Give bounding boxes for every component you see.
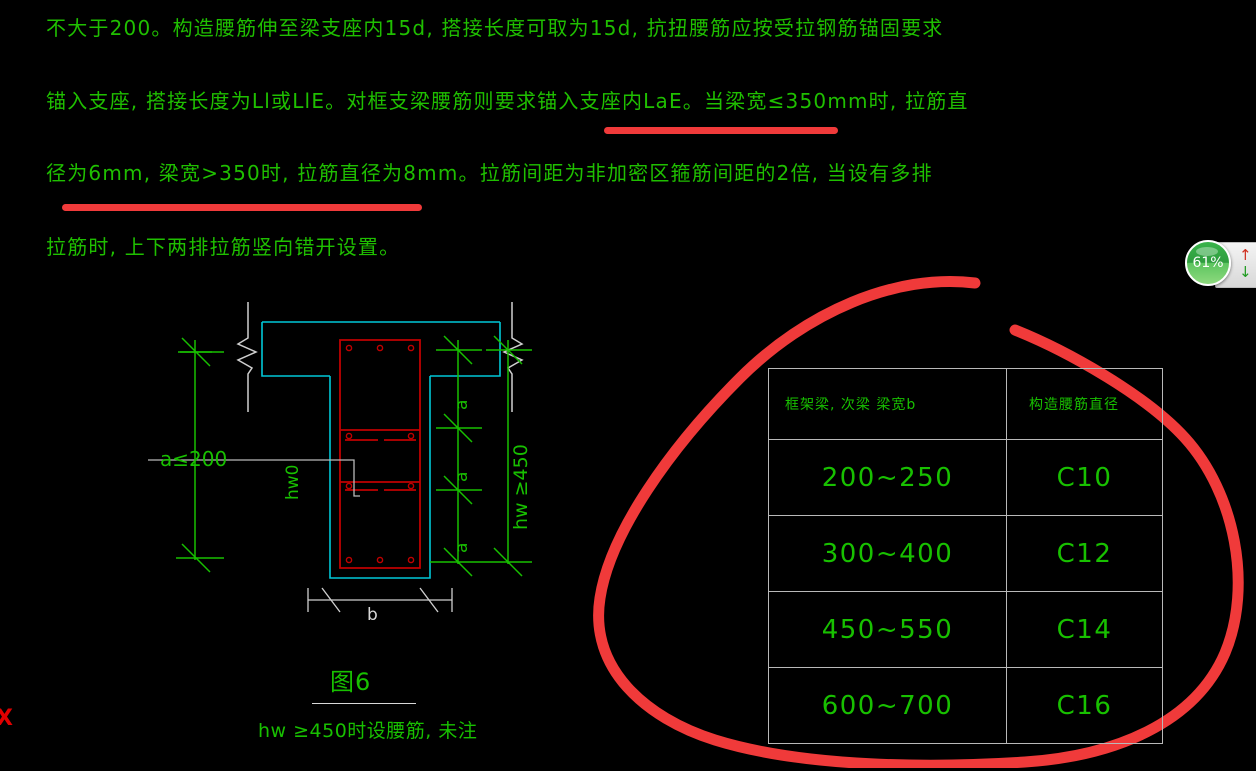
leader-line-a200: [148, 459, 360, 497]
note-line-3: 径为6mm, 梁宽>350时, 拉筋直径为8mm。拉筋间距为非加密区箍筋间距的2…: [46, 161, 933, 185]
label-spacing-a-3: a: [452, 542, 472, 553]
table-row: 450~550 C14: [768, 591, 1163, 668]
corner-close-marker[interactable]: X: [0, 706, 13, 731]
figure-subcaption-prefix: hw: [258, 720, 294, 742]
table-header-rebar-diameter: 构造腰筋直径: [1006, 368, 1163, 440]
cell-beam-width-4: 600~700: [768, 667, 1007, 744]
cell-rebar-diameter-1: C10: [1006, 439, 1163, 516]
note-line-4: 拉筋时, 上下两排拉筋竖向错开设置。: [46, 235, 401, 259]
label-hw0: hw0: [283, 464, 303, 501]
rebar-bars: [345, 344, 415, 564]
cell-rebar-diameter-3: C14: [1006, 591, 1163, 668]
table-row: 300~400 C12: [768, 515, 1163, 592]
cell-rebar-diameter-4: C16: [1006, 667, 1163, 744]
cell-beam-width-3: 450~550: [768, 591, 1007, 668]
beam-section-drawing: [148, 302, 532, 613]
rebar-cage: [339, 339, 421, 569]
cell-beam-width-2: 300~400: [768, 515, 1007, 592]
figure-label: 图6: [330, 668, 372, 696]
break-line-symbols: [236, 302, 524, 412]
scroll-down-arrow-icon[interactable]: ↓: [1239, 263, 1252, 281]
slab-outline: [261, 321, 501, 579]
note-line-1: 不大于200。构造腰筋伸至梁支座内15d, 搭接长度可取为15d, 抗扭腰筋应按…: [46, 16, 944, 40]
scroll-up-arrow-icon[interactable]: ↑: [1239, 246, 1252, 264]
label-a-max-spacing: a≤200: [160, 447, 228, 471]
cell-beam-width-1: 200~250: [768, 439, 1007, 516]
zoom-level-badge[interactable]: [1185, 240, 1231, 286]
zoom-level-text: 61%: [1192, 255, 1224, 271]
label-hw-ge-450: hw ≥450: [510, 444, 532, 530]
table-row: 600~700 C16: [768, 667, 1163, 744]
dimension-lines-right: [430, 335, 532, 577]
cell-rebar-diameter-2: C12: [1006, 515, 1163, 592]
label-spacing-a-1: a: [452, 399, 472, 410]
figure-subcaption-rest: ≥450时设腰筋, 未注: [293, 720, 478, 742]
dimension-line-width-b: [307, 587, 453, 613]
dimension-lines-left: [176, 337, 224, 573]
zoom-widget[interactable]: ↑ ↓ 61%: [1185, 240, 1256, 288]
red-underline-annotation-2: [62, 204, 422, 211]
red-underline-annotation-1: [604, 127, 838, 134]
table-row: 200~250 C10: [768, 439, 1163, 516]
figure-subcaption: hw ≥450时设腰筋, 未注: [258, 716, 477, 743]
rebar-spec-table: 框架梁, 次梁 梁宽b 构造腰筋直径 200~250 C10 300~400 C…: [768, 368, 1163, 744]
label-spacing-a-2: a: [452, 471, 472, 482]
table-header-row: 框架梁, 次梁 梁宽b 构造腰筋直径: [768, 368, 1163, 440]
figure-label-rule: [312, 703, 416, 704]
note-line-2: 锚入支座, 搭接长度为Ll或LlE。对框支梁腰筋则要求锚入支座内LaE。当梁宽≤…: [46, 89, 969, 113]
table-header-beam-width: 框架梁, 次梁 梁宽b: [768, 368, 1007, 440]
label-width-b: b: [367, 605, 378, 625]
